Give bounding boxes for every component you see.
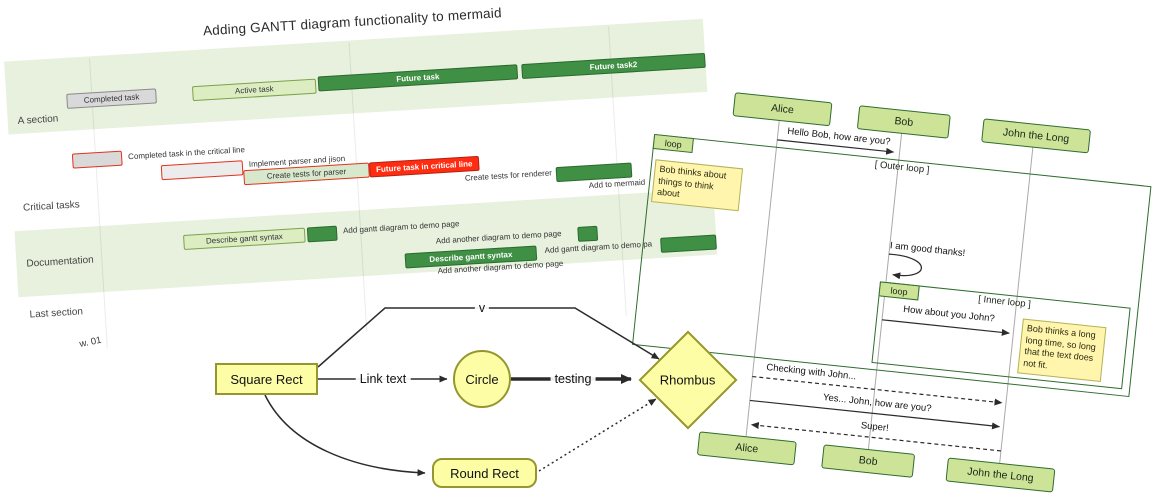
gantt-task-label: Create tests for parser <box>266 166 347 181</box>
gantt-axis-tick: w. 01 <box>78 334 103 350</box>
gantt-section-label-last: Last section <box>29 306 84 321</box>
gantt-task-label: Future task2 <box>589 59 638 72</box>
gantt-task-label: Future task <box>396 71 440 84</box>
gantt-task-label: Future task in critical line <box>375 158 473 174</box>
gantt-task-label-crit-tests-renderer: Create tests for renderer <box>464 168 553 183</box>
flow-node-round-rect: Round Rect <box>432 458 537 488</box>
sequence-diagram: loop [ Outer loop ] loop [ Inner loop ] … <box>608 78 1170 497</box>
note-bob-thinks: Bob thinks about things to think about <box>651 159 744 212</box>
gantt-section-label-critical: Critical tasks <box>22 199 81 214</box>
flow-node-rhombus-label: Rhombus <box>660 372 716 388</box>
lifeline-alice <box>745 118 780 437</box>
gantt-task-bar-crit-parser <box>160 160 244 181</box>
gantt-task-label: Describe gantt syntax <box>429 249 513 264</box>
edge-round-to-rhombus <box>538 398 657 472</box>
gantt-task-bar-crit-completed <box>71 150 123 169</box>
edge-square-to-round <box>264 394 426 477</box>
gantt-task-bar-doc-add-another <box>577 225 599 242</box>
gantt-task-label-crit-completed: Completed task in the critical line <box>127 145 246 162</box>
message-line-self-loop <box>888 253 922 280</box>
flow-node-square-rect: Square Rect <box>215 363 318 395</box>
gantt-task-label: Active task <box>234 83 274 96</box>
gantt-task-bar-doc-add-page <box>306 225 338 243</box>
edge-label-link-text: Link text <box>355 372 411 386</box>
flowchart-diagram: Square Rect Circle Rhombus Round Rect Li… <box>195 288 760 496</box>
sequence-lines-layer <box>745 118 1034 463</box>
message-line-yes <box>749 399 1000 430</box>
gantt-task-label: Completed task <box>83 91 140 105</box>
edge-label-v: v <box>474 301 490 315</box>
note-bob-thinks-long: Bob thinks a long long time, so long tha… <box>1017 318 1107 382</box>
gantt-task-label: Describe gantt syntax <box>205 231 284 246</box>
message-line-hello <box>777 139 895 155</box>
message-line-how-about <box>881 319 1010 336</box>
lifeline-john <box>999 145 1034 463</box>
edge-label-testing: testing <box>550 372 596 386</box>
flow-node-circle: Circle <box>453 350 511 408</box>
